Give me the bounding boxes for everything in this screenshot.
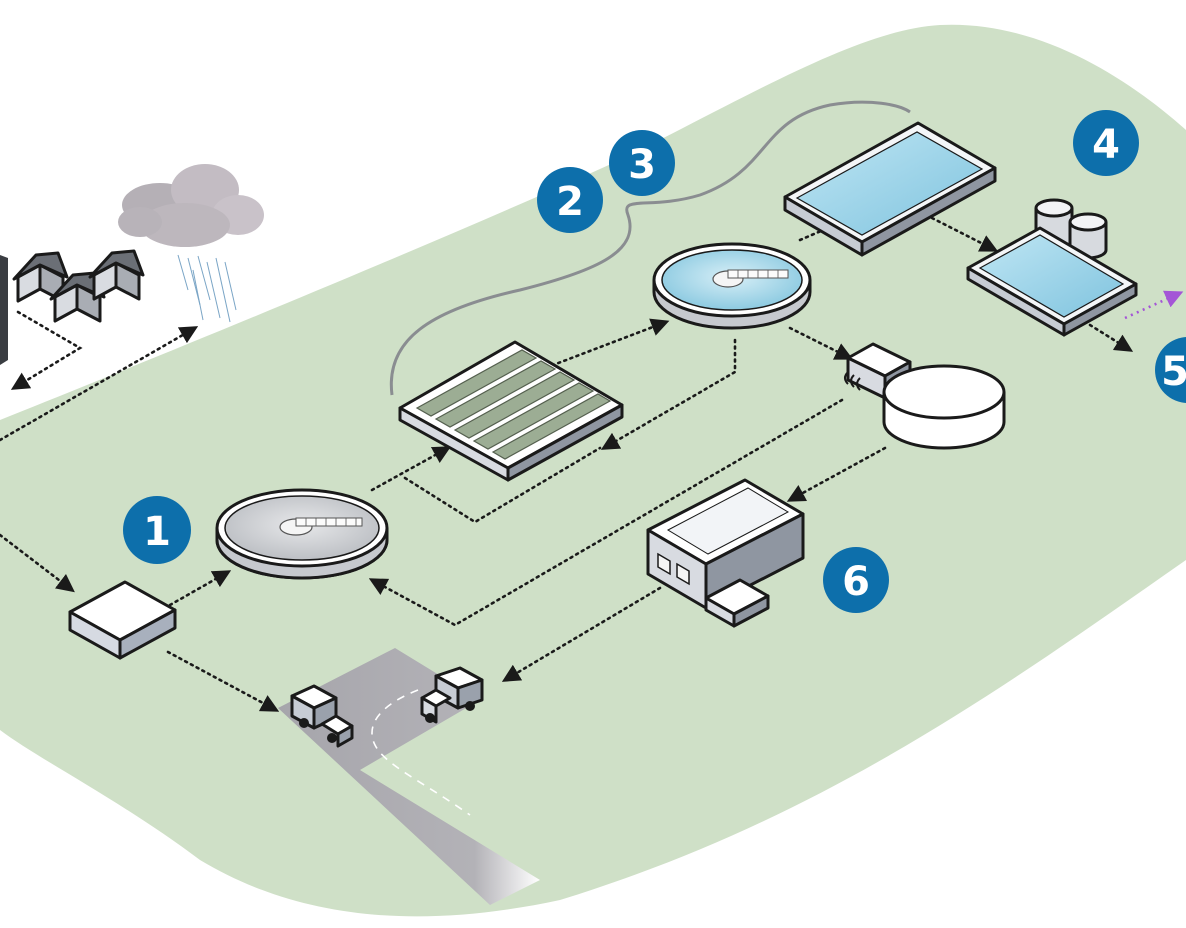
step-badge-4: 4 <box>1073 110 1139 176</box>
house-icon <box>49 271 106 323</box>
houses <box>0 249 145 365</box>
house-icon <box>88 249 145 301</box>
biological-filter-beds <box>398 340 624 482</box>
tertiary-treatment-tanks <box>966 198 1138 337</box>
rain-cloud-icon <box>118 164 264 323</box>
preliminary-treatment-unit <box>68 580 177 660</box>
step-badge-4-label: 4 <box>1092 122 1120 168</box>
step-badge-3: 3 <box>609 130 675 196</box>
primary-clarifier <box>215 488 389 580</box>
step-badge-1-label: 1 <box>143 509 171 555</box>
building-edge <box>0 255 8 365</box>
secondary-clarifier <box>652 242 812 330</box>
step-badge-2: 2 <box>537 167 603 233</box>
pipe-line <box>389 100 911 396</box>
step-badge-2-label: 2 <box>556 179 584 225</box>
step-badge-3-label: 3 <box>628 142 656 188</box>
truck-icon <box>420 666 484 724</box>
operations-building <box>646 478 805 628</box>
step-badge-5-label: 5 <box>1161 349 1186 395</box>
ground-area <box>0 24 1186 917</box>
sludge-digester <box>844 342 1006 450</box>
flow-arrows <box>0 216 1184 712</box>
rectangular-basin <box>783 121 997 257</box>
step-badge-1: 1 <box>123 496 191 564</box>
step-badge-5: 5 <box>1155 337 1186 403</box>
road <box>278 648 540 905</box>
step-badge-6-label: 6 <box>842 559 870 605</box>
step-badge-6: 6 <box>823 547 889 613</box>
truck-icon <box>290 684 354 748</box>
